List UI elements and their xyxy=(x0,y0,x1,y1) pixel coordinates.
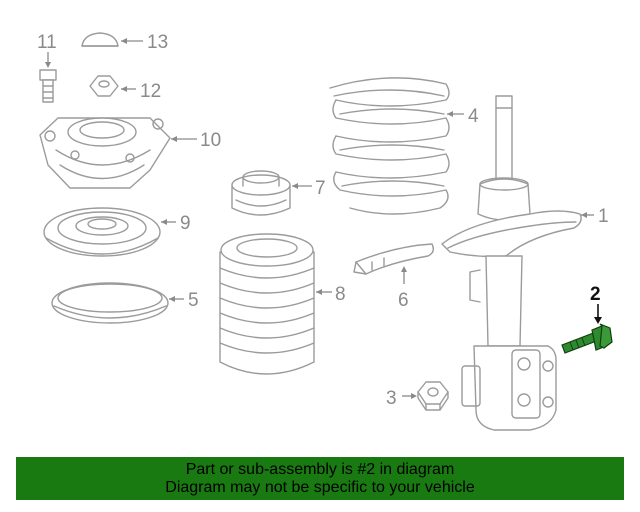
callout-4-text: 4 xyxy=(468,106,479,127)
part-5-spring-seat[interactable] xyxy=(51,282,169,324)
part-4-coil-spring[interactable] xyxy=(329,77,450,215)
callout-6: 6 xyxy=(398,290,409,311)
part-13-cap[interactable] xyxy=(81,32,119,47)
part-7-bump-stop[interactable] xyxy=(231,170,291,216)
callout-13: 13 xyxy=(147,32,168,53)
part-9-bearing[interactable] xyxy=(43,207,161,257)
part-11-bolt[interactable] xyxy=(39,69,57,103)
callout-5: 5 xyxy=(188,290,199,311)
callout-12: 12 xyxy=(140,81,161,102)
part-3-nut[interactable] xyxy=(417,381,449,411)
callout-9: 9 xyxy=(180,213,191,234)
callout-11: 11 xyxy=(37,32,57,53)
part-8-dust-boot[interactable] xyxy=(219,233,315,375)
info-banner: Part or sub-assembly is #2 in diagram Di… xyxy=(16,457,624,500)
part-2-bolt-highlighted[interactable] xyxy=(561,323,613,354)
callout-1-label: 1 xyxy=(598,206,609,227)
banner-disclaimer-text: Diagram may not be specific to your vehi… xyxy=(165,478,475,496)
callout-8: 8 xyxy=(335,284,346,305)
part-6-insulator[interactable] xyxy=(353,243,435,275)
banner-part-text: Part or sub-assembly is #2 in diagram xyxy=(185,460,455,478)
part-1-strut[interactable] xyxy=(441,95,582,431)
callout-10: 10 xyxy=(200,130,221,151)
callout-3: 3 xyxy=(386,388,397,409)
part-10-upper-mount[interactable] xyxy=(39,117,171,189)
callout-7: 7 xyxy=(315,178,326,199)
callout-2: 2 xyxy=(590,284,601,305)
part-12-nut[interactable] xyxy=(89,75,119,97)
